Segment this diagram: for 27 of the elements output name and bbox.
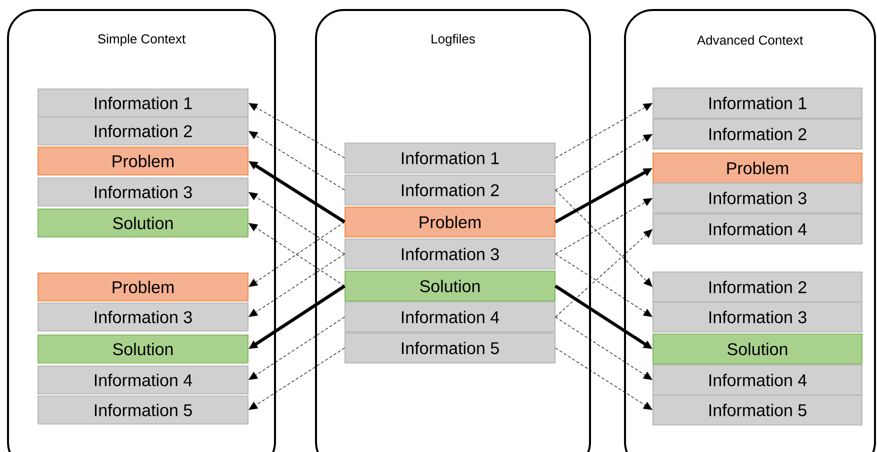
info-box: Information 3 xyxy=(652,182,862,214)
info-box: Information 1 xyxy=(344,142,556,174)
info-box: Information 2 xyxy=(652,272,862,302)
info-box: Information 4 xyxy=(652,214,862,244)
solution-box: Solution xyxy=(38,334,248,364)
info-box: Information 2 xyxy=(344,174,556,206)
info-box: Information 5 xyxy=(652,394,862,426)
info-box: Information 5 xyxy=(38,396,248,424)
info-box: Information 4 xyxy=(38,366,248,394)
info-box: Information 3 xyxy=(344,238,556,270)
info-box: Information 4 xyxy=(344,302,556,332)
solution-box: Solution xyxy=(38,208,248,238)
solution-box: Solution xyxy=(652,334,862,364)
info-box: Information 2 xyxy=(652,118,862,150)
info-box: Information 4 xyxy=(652,364,862,396)
info-box: Information 5 xyxy=(344,332,556,364)
info-box: Information 3 xyxy=(38,302,248,332)
info-box: Information 1 xyxy=(652,88,862,118)
info-box: Information 1 xyxy=(38,88,248,118)
problem-box: Problem xyxy=(344,206,556,238)
problem-box: Problem xyxy=(38,272,248,302)
info-box: Information 2 xyxy=(38,116,248,146)
info-box: Information 3 xyxy=(38,178,248,206)
problem-box: Problem xyxy=(38,146,248,176)
info-box: Information 3 xyxy=(652,302,862,332)
solution-box: Solution xyxy=(344,270,556,302)
problem-box: Problem xyxy=(652,152,862,184)
